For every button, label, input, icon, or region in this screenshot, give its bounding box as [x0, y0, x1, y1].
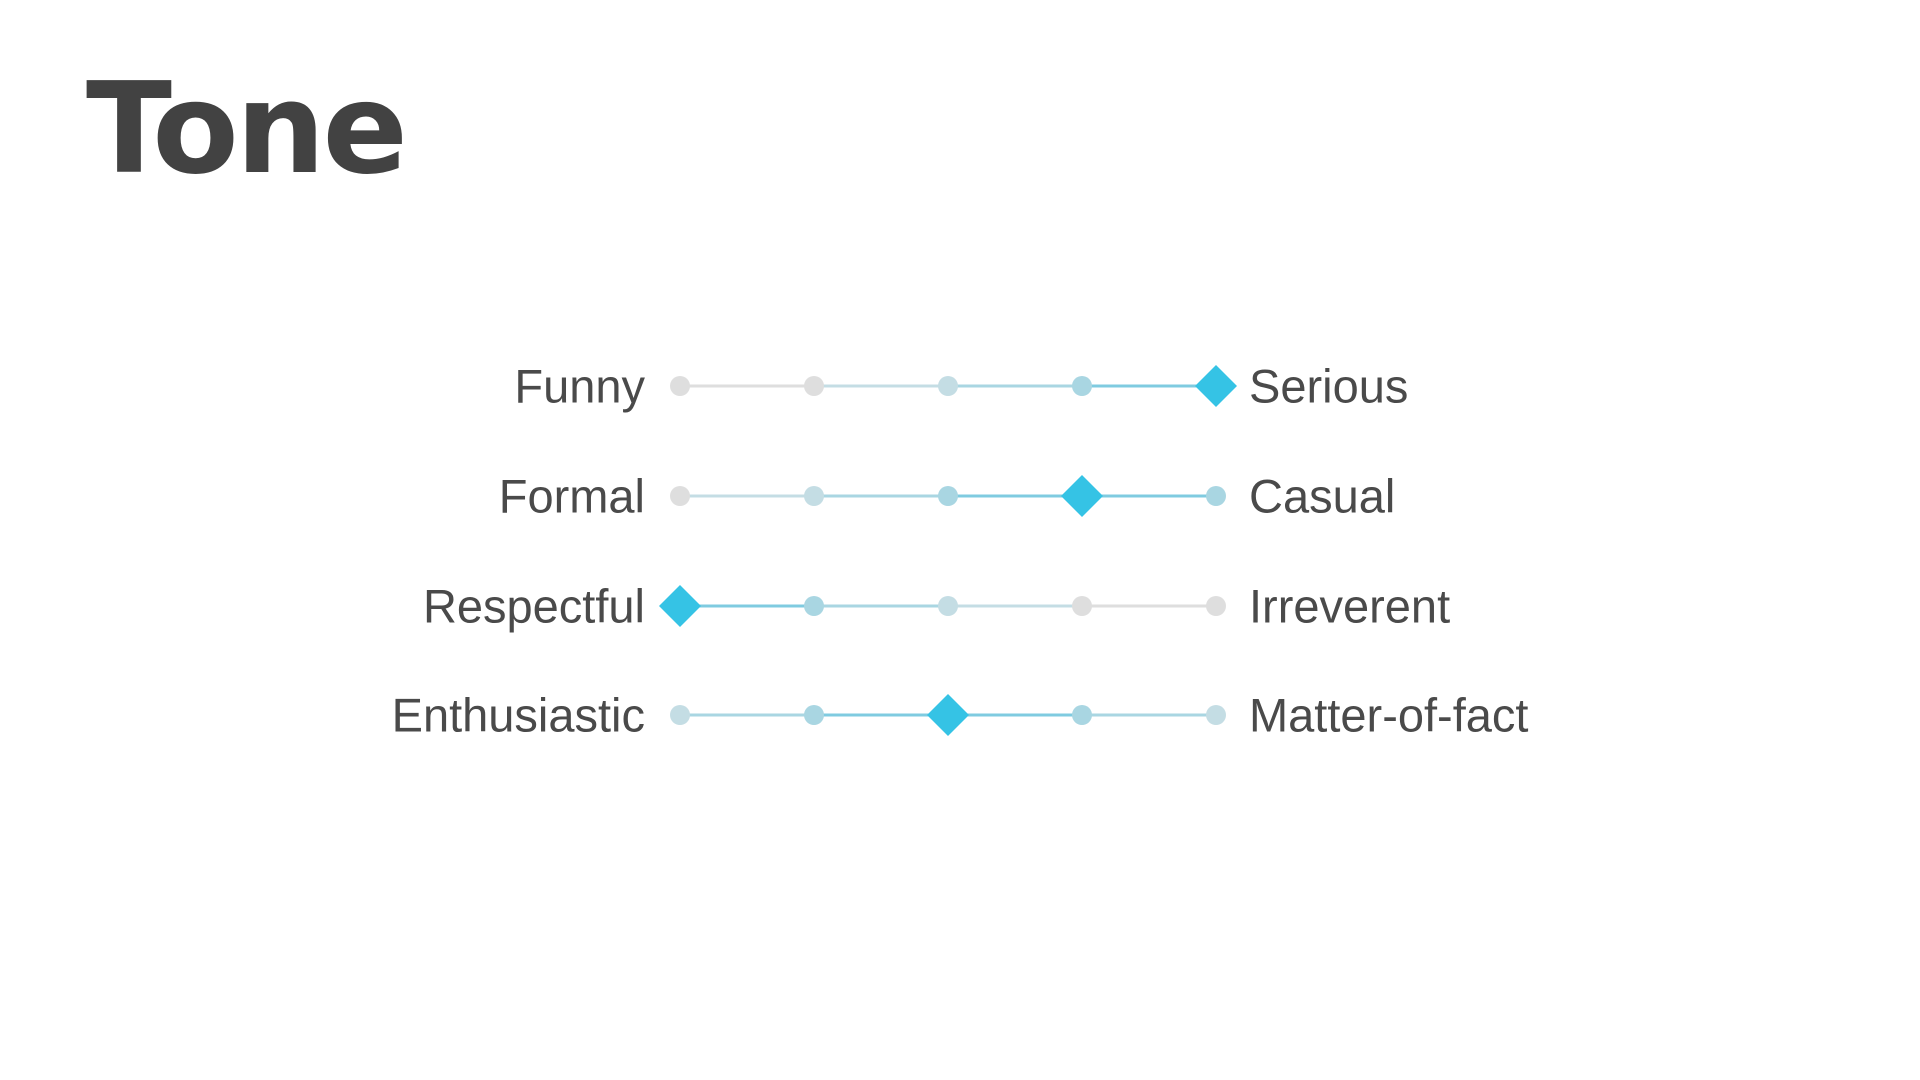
scale-selected-marker[interactable]: [1061, 475, 1103, 517]
scale-step-dot[interactable]: [804, 486, 824, 506]
scale-step-dot[interactable]: [938, 596, 958, 616]
tone-scale-formal-casual: Formal Casual: [0, 466, 1920, 526]
scale-track[interactable]: [659, 576, 1240, 636]
scale-step-dot[interactable]: [938, 486, 958, 506]
scale-track[interactable]: [660, 466, 1240, 526]
scale-step-dot[interactable]: [1206, 486, 1226, 506]
scale-right-label: Irreverent: [1249, 579, 1451, 633]
scale-right-label: Matter-of-fact: [1249, 688, 1529, 742]
scale-step-dot[interactable]: [670, 486, 690, 506]
scale-step-dot[interactable]: [1072, 705, 1092, 725]
scale-right-label: Casual: [1249, 469, 1396, 523]
tone-scale-respectful-irreverent: Respectful Irreverent: [0, 576, 1920, 636]
scale-left-label: Enthusiastic: [391, 688, 645, 742]
page-title: Tone: [86, 55, 408, 202]
scale-left-label: Funny: [514, 359, 645, 413]
scale-step-dot[interactable]: [670, 376, 690, 396]
scale-step-dot[interactable]: [1206, 705, 1226, 725]
scale-step-dot[interactable]: [938, 376, 958, 396]
scale-selected-marker[interactable]: [659, 585, 701, 627]
scale-step-dot[interactable]: [804, 705, 824, 725]
scale-selected-marker[interactable]: [927, 694, 969, 736]
scale-track[interactable]: [660, 356, 1240, 416]
scale-right-label: Serious: [1249, 359, 1409, 413]
scale-left-label: Formal: [498, 469, 645, 523]
scale-left-label: Respectful: [422, 579, 645, 633]
scale-step-dot[interactable]: [670, 705, 690, 725]
scale-step-dot[interactable]: [1072, 376, 1092, 396]
tone-scale-funny-serious: Funny Serious: [0, 356, 1920, 416]
scale-track[interactable]: [660, 685, 1240, 745]
tone-scale-enthusiastic-matter-of-fact: Enthusiastic Matter-of-fact: [0, 685, 1920, 745]
scale-step-dot[interactable]: [804, 596, 824, 616]
scale-step-dot[interactable]: [1206, 596, 1226, 616]
scale-step-dot[interactable]: [804, 376, 824, 396]
scale-step-dot[interactable]: [1072, 596, 1092, 616]
scale-selected-marker[interactable]: [1195, 365, 1237, 407]
